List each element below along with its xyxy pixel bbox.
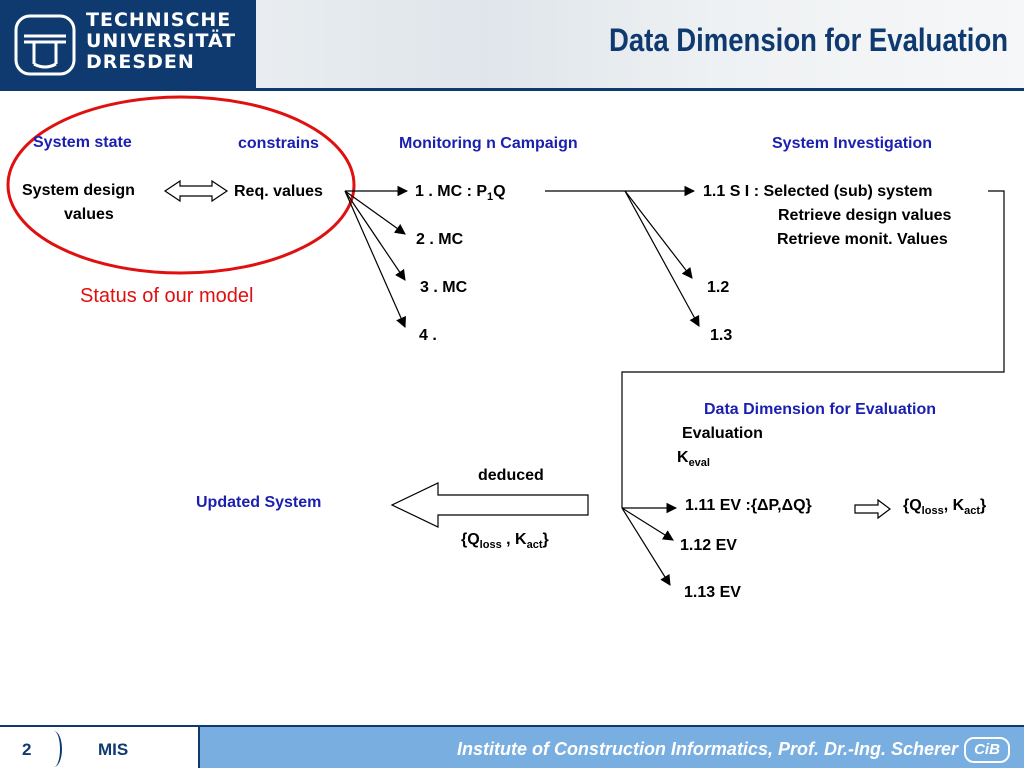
tu-emblem-icon: [14, 14, 76, 76]
label-dde: Data Dimension for Evaluation: [704, 401, 937, 418]
label-status-model: Status of our model: [80, 285, 254, 307]
hollow-arrow-updated: [390, 482, 589, 528]
label-mc1: 1 . MC : P1Q: [415, 183, 506, 204]
page-number: 2: [22, 740, 32, 759]
arrow-eval-12: [621, 507, 674, 541]
cib-logo: CiB: [964, 737, 1010, 763]
page-number-arc: [46, 731, 62, 767]
label-q-deduced: {Qloss , Kact}: [461, 531, 549, 552]
footer-left: 2 MIS: [0, 725, 198, 770]
label-si-1: 1.1 S I : Selected (sub) system: [703, 183, 933, 200]
label-n13: 1.3: [710, 327, 733, 344]
institute-text: Institute of Construction Informatics, P…: [456, 739, 958, 759]
label-keval: Keval: [677, 449, 710, 470]
page-title: Data Dimension for Evaluation: [608, 22, 1008, 58]
label-req-values: Req. values: [234, 183, 323, 200]
header-photo: [256, 0, 1024, 88]
label-si-3: Retrieve monit. Values: [777, 231, 948, 248]
arrow-si-13: [624, 190, 700, 327]
label-ev12: 1.12 EV: [680, 537, 737, 554]
label-system-design-1: System design: [22, 182, 135, 199]
arrow-req-mc4: [344, 190, 407, 328]
highlight-ellipse: [6, 95, 356, 275]
label-mc4: 4 .: [419, 327, 437, 344]
connector-bracket: [621, 190, 1005, 508]
logo-wordmark: TECHNISCHE UNIVERSITÄT DRESDEN: [86, 9, 237, 73]
section-label: MIS: [98, 740, 129, 759]
label-system-design-2: values: [64, 206, 114, 223]
double-arrow: [163, 179, 229, 203]
label-si-2: Retrieve design values: [778, 207, 952, 224]
footer-bar: Institute of Construction Informatics, P…: [198, 725, 1024, 768]
label-system-investigation: System Investigation: [772, 135, 933, 152]
label-ev11: 1.11 EV :{ΔP,ΔQ}: [685, 497, 812, 514]
label-evaluation: Evaluation: [682, 425, 763, 442]
label-monitoring: Monitoring n Campaign: [399, 135, 578, 152]
label-mc2: 2 . MC: [416, 231, 464, 248]
arrow-eval-13: [621, 507, 671, 586]
label-updated-system: Updated System: [196, 494, 322, 511]
arrow-req-mc2: [344, 190, 406, 235]
header: TECHNISCHE UNIVERSITÄT DRESDEN Data Dime…: [0, 0, 1024, 88]
label-constrains: constrains: [238, 135, 319, 152]
arrow-si-12: [624, 190, 693, 279]
footer: 2 MIS Institute of Construction Informat…: [0, 725, 1024, 770]
label-ev13: 1.13 EV: [684, 584, 741, 601]
label-q-result: {Qloss, Kact}: [903, 497, 987, 518]
arrow-req-mc3: [344, 190, 406, 281]
label-deduced: deduced: [478, 467, 544, 484]
hollow-arrow-ev: [854, 498, 891, 520]
tu-dresden-logo: TECHNISCHE UNIVERSITÄT DRESDEN: [0, 0, 256, 88]
label-system-state: System state: [33, 134, 132, 151]
label-n12: 1.2: [707, 279, 730, 296]
label-mc3: 3 . MC: [420, 279, 468, 296]
header-divider: [0, 88, 1024, 91]
